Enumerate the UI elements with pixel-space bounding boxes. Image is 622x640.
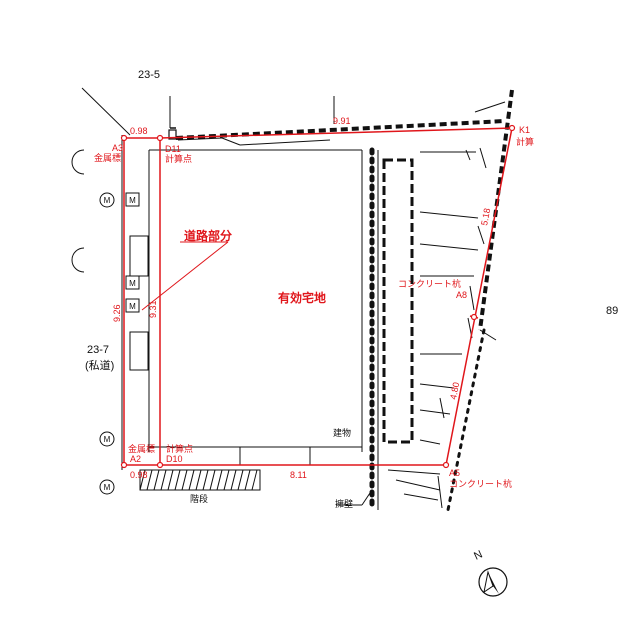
point-K1-id: K1	[519, 125, 530, 135]
point-A5-id: A5	[449, 468, 460, 478]
point-D10-note: 計算点	[166, 443, 193, 454]
manhole-icon: M	[125, 192, 140, 207]
manhole-icon: M	[125, 298, 140, 313]
point-A8-note: コンクリート杭	[398, 278, 461, 289]
dimension-left-outer: 9.26	[112, 304, 122, 322]
dimension-right-upper: 5.18	[479, 207, 492, 226]
north-arrow-icon: N	[472, 548, 508, 597]
svg-text:M: M	[104, 483, 111, 492]
point-A2-id: A2	[130, 454, 141, 464]
dimension-left-inner: 9.31	[148, 300, 158, 318]
manhole-icon: M	[125, 275, 140, 290]
point-D10-id: D10	[166, 454, 183, 464]
retaining-wall-label: 擁壁	[335, 498, 353, 509]
lot-west-note: (私道)	[85, 358, 114, 372]
dimension-bottom: 8.11	[290, 470, 307, 480]
svg-text:M: M	[129, 279, 136, 288]
point-A3-note: 金属標	[94, 152, 121, 163]
point-A5-note: コンクリート杭	[449, 478, 512, 489]
point-A2-note: 金属標	[128, 443, 155, 454]
north-label: N	[472, 548, 484, 562]
stairs-label: 階段	[190, 493, 208, 504]
effective-land-label: 有効宅地	[278, 290, 326, 305]
manhole-icon: M	[99, 479, 115, 495]
svg-text:M: M	[129, 196, 136, 205]
manhole-icon: M	[99, 431, 115, 447]
manhole-symbols: M M M M M M	[99, 192, 140, 495]
svg-text:M: M	[104, 435, 111, 444]
dimension-top: 9.91	[333, 116, 351, 126]
point-A8-id: A8	[456, 290, 467, 300]
manhole-icon: M	[99, 192, 115, 208]
point-D11-id: D11	[165, 144, 181, 154]
lot-number-west: 23-7	[87, 344, 109, 356]
lot-number-east: 89	[606, 305, 618, 317]
svg-text:M: M	[129, 302, 136, 311]
dimension-right-lower: 4.80	[448, 381, 461, 400]
dimension-bottom-left: 0.98	[130, 470, 148, 480]
point-D11-note: 計算点	[165, 153, 192, 164]
road-portion-label: 道路部分	[184, 228, 232, 243]
point-A3-id: A3	[112, 143, 123, 153]
dimension-top-left: 0.98	[130, 126, 148, 136]
svg-text:M: M	[104, 196, 111, 205]
boundary-lines	[120, 124, 516, 469]
building-label: 建物	[333, 427, 351, 438]
lot-number-north: 23-5	[138, 69, 160, 81]
point-K1-note: 計算	[516, 136, 534, 147]
